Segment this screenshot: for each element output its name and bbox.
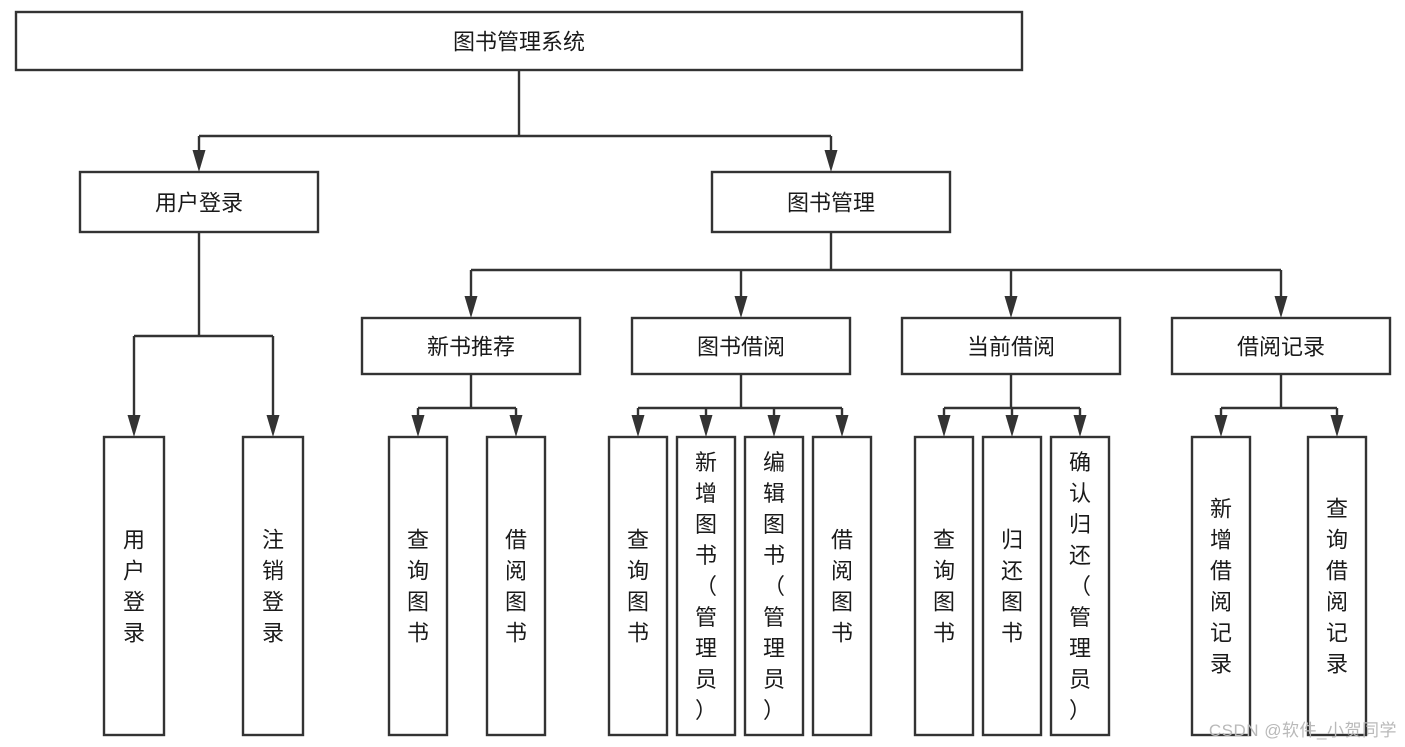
- node-leaf-query-borrow-record[interactable]: 查询借阅记录: [1306, 435, 1368, 737]
- node-label-leaf-add-borrow-record: 新增借阅记录: [1210, 496, 1232, 676]
- node-leaf-user-login[interactable]: 用户登录: [102, 435, 166, 737]
- arrow-head-icon: [411, 415, 425, 437]
- arrow-head-icon: [734, 296, 748, 318]
- node-current-borrow[interactable]: 当前借阅: [900, 316, 1122, 376]
- arrow-head-icon: [127, 415, 141, 437]
- node-label-leaf-edit-book: 编辑图书（管理员）: [763, 450, 785, 723]
- node-leaf-edit-book[interactable]: 编辑图书（管理员）: [743, 435, 805, 737]
- node-label-new-book-recommend: 新书推荐: [427, 335, 515, 360]
- arrow-head-icon: [509, 415, 523, 437]
- node-leaf-query-book-3[interactable]: 查询图书: [913, 435, 975, 737]
- arrow-head-icon: [767, 415, 781, 437]
- node-borrow-record[interactable]: 借阅记录: [1170, 316, 1392, 376]
- arrow-head-icon: [937, 415, 951, 437]
- arrow-head-icon: [266, 415, 280, 437]
- arrow-head-icon: [631, 415, 645, 437]
- edge-group-book-manage: [464, 232, 1288, 318]
- node-label-user-login: 用户登录: [155, 191, 243, 216]
- edge-group-current-borrow: [937, 374, 1087, 437]
- node-box-new-book-recommend: [360, 316, 582, 376]
- edge-group-root: [192, 70, 838, 172]
- node-label-leaf-query-borrow-record: 查询借阅记录: [1326, 496, 1348, 676]
- node-user-login[interactable]: 用户登录: [78, 170, 320, 234]
- node-box-leaf-confirm-return: [1049, 435, 1111, 737]
- node-box-borrow-record: [1170, 316, 1392, 376]
- node-leaf-add-book[interactable]: 新增图书（管理员）: [675, 435, 737, 737]
- node-box-leaf-query-book-1: [387, 435, 449, 737]
- node-label-borrow-record: 借阅记录: [1237, 335, 1325, 360]
- node-label-current-borrow: 当前借阅: [967, 335, 1055, 360]
- arrow-head-icon: [1004, 296, 1018, 318]
- arrow-head-icon: [1073, 415, 1087, 437]
- arrow-head-icon: [1274, 296, 1288, 318]
- edge-group-new-book-recommend: [411, 374, 523, 437]
- node-label-leaf-borrow-book-1: 借阅图书: [505, 527, 527, 645]
- node-leaf-add-borrow-record[interactable]: 新增借阅记录: [1190, 435, 1252, 737]
- nodes-layer: 图书管理系统用户登录图书管理新书推荐图书借阅当前借阅借阅记录用户登录注销登录查询…: [14, 10, 1392, 737]
- node-box-leaf-return-book: [981, 435, 1043, 737]
- node-leaf-confirm-return[interactable]: 确认归还（管理员）: [1049, 435, 1111, 737]
- arrow-head-icon: [464, 296, 478, 318]
- node-box-user-login: [78, 170, 320, 234]
- node-label-root: 图书管理系统: [453, 30, 585, 55]
- edge-group-borrow-record: [1214, 374, 1344, 437]
- node-label-leaf-query-book-1: 查询图书: [407, 527, 429, 645]
- node-label-leaf-confirm-return: 确认归还（管理员）: [1069, 450, 1091, 723]
- arrow-head-icon: [824, 150, 838, 172]
- node-box-leaf-query-book-2: [607, 435, 669, 737]
- node-label-book-borrow: 图书借阅: [697, 335, 785, 360]
- node-box-leaf-edit-book: [743, 435, 805, 737]
- node-leaf-return-book[interactable]: 归还图书: [981, 435, 1043, 737]
- node-new-book-recommend[interactable]: 新书推荐: [360, 316, 582, 376]
- node-label-book-manage: 图书管理: [787, 191, 875, 216]
- node-leaf-user-logout[interactable]: 注销登录: [241, 435, 305, 737]
- arrow-head-icon: [1005, 415, 1019, 437]
- arrow-head-icon: [699, 415, 713, 437]
- node-box-leaf-add-borrow-record: [1190, 435, 1252, 737]
- edges-layer: [127, 70, 1344, 437]
- node-box-root: [14, 10, 1024, 72]
- arrow-head-icon: [192, 150, 206, 172]
- node-label-leaf-borrow-book-2: 借阅图书: [831, 527, 853, 645]
- node-box-leaf-borrow-book-2: [811, 435, 873, 737]
- edge-group-user-login: [127, 232, 280, 437]
- node-label-leaf-user-login: 用户登录: [123, 527, 145, 645]
- node-label-leaf-user-logout: 注销登录: [262, 527, 284, 645]
- node-box-leaf-user-logout: [241, 435, 305, 737]
- node-book-borrow[interactable]: 图书借阅: [630, 316, 852, 376]
- node-box-current-borrow: [900, 316, 1122, 376]
- arrow-head-icon: [835, 415, 849, 437]
- node-box-book-borrow: [630, 316, 852, 376]
- arrow-head-icon: [1214, 415, 1228, 437]
- node-leaf-borrow-book-1[interactable]: 借阅图书: [485, 435, 547, 737]
- node-label-leaf-query-book-3: 查询图书: [933, 527, 955, 645]
- node-box-leaf-borrow-book-1: [485, 435, 547, 737]
- node-leaf-query-book-2[interactable]: 查询图书: [607, 435, 669, 737]
- node-leaf-borrow-book-2[interactable]: 借阅图书: [811, 435, 873, 737]
- node-root[interactable]: 图书管理系统: [14, 10, 1024, 72]
- node-leaf-query-book-1[interactable]: 查询图书: [387, 435, 449, 737]
- node-box-leaf-user-login: [102, 435, 166, 737]
- node-box-leaf-query-borrow-record: [1306, 435, 1368, 737]
- node-label-leaf-return-book: 归还图书: [1001, 527, 1023, 645]
- node-box-leaf-add-book: [675, 435, 737, 737]
- edge-group-book-borrow: [631, 374, 849, 437]
- node-label-leaf-add-book: 新增图书（管理员）: [695, 450, 717, 723]
- node-box-book-manage: [710, 170, 952, 234]
- node-box-leaf-query-book-3: [913, 435, 975, 737]
- arrow-head-icon: [1330, 415, 1344, 437]
- node-book-manage[interactable]: 图书管理: [710, 170, 952, 234]
- node-label-leaf-query-book-2: 查询图书: [627, 527, 649, 645]
